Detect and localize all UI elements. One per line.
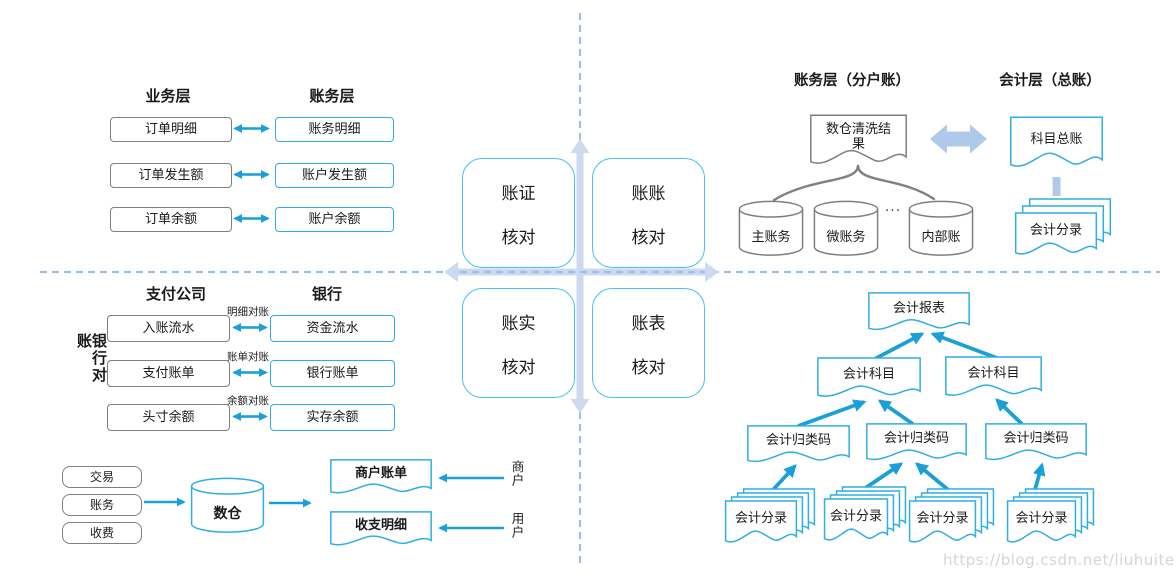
- ledger-entries-doc: 会计分录: [1015, 212, 1097, 258]
- source-accounting-box: 账务: [62, 494, 142, 516]
- inbound-flow-box: 入账流水: [107, 315, 230, 342]
- main-ledger-cylinder: 主账务: [738, 200, 804, 257]
- accounting-category-doc: 会计归类码: [747, 425, 850, 465]
- bill-recon-label: 账单对账: [227, 351, 269, 363]
- merchant-actor-label: 商户: [509, 460, 525, 487]
- ledger-sync-double-arrow: [930, 124, 987, 154]
- accounting-entry-doc: 会计分录: [725, 500, 797, 546]
- order-balance-box: 订单余额: [110, 207, 232, 232]
- ledger-header-general: 会计层（总账）: [999, 73, 1101, 89]
- quadrant-label-line: 核对: [501, 227, 536, 248]
- accounting-entry-label: 会计分录: [829, 509, 882, 525]
- merchant-bill-doc: 商户账单: [330, 459, 432, 496]
- source-trade-box: 交易: [62, 466, 142, 488]
- account-balance-box: 账户余额: [275, 207, 394, 232]
- main-ledger-label: 主账务: [751, 230, 791, 246]
- accounting-subject-doc: 会计科目: [817, 357, 921, 400]
- accounting-subject-doc: 会计科目: [945, 356, 1042, 399]
- quadrant-label-line: 核对: [631, 357, 666, 378]
- order-recon-header-accounting: 账务层: [309, 87, 355, 105]
- accounting-category-label: 会计归类码: [883, 431, 949, 447]
- fund-flow-box: 资金流水: [270, 315, 395, 342]
- accounting-category-doc: 会计归类码: [866, 423, 967, 463]
- warehouse-label: 数仓: [213, 506, 242, 523]
- micro-ledger-cylinder: 微账务: [813, 200, 879, 257]
- cleanse-result-doc: 数仓清洗结果: [810, 114, 907, 168]
- accounting-subject-label: 会计科目: [967, 365, 1020, 381]
- balance-recon-label: 余额对账: [227, 395, 269, 407]
- order-amount-box: 订单发生额: [110, 163, 232, 188]
- accounting-entry-label: 会计分录: [734, 511, 787, 527]
- internal-ledger-label: 内部账: [921, 230, 961, 246]
- quadrant-cross-arrowheads: [444, 139, 719, 413]
- accounting-report-label: 会计报表: [892, 300, 945, 316]
- quadrant-label-line: 账证: [501, 183, 536, 204]
- ellipsis-label: ...: [884, 199, 902, 215]
- ledger-header-subledger: 账务层（分户账）: [794, 73, 910, 89]
- bank-recon-side-label: 银行对账: [75, 333, 108, 384]
- income-expense-label: 收支明细: [354, 517, 407, 533]
- quadrant-statement-recon: 账表 核对: [592, 288, 705, 398]
- payment-bill-box: 支付账单: [107, 360, 230, 387]
- cleanse-to-databases-brace: [772, 164, 936, 202]
- order-recon-arrows: [233, 124, 270, 223]
- detail-recon-label: 明细对账: [227, 306, 269, 318]
- quadrant-physical-recon: 账实 核对: [462, 288, 575, 398]
- account-amount-box: 账户发生额: [275, 163, 394, 188]
- quadrant-label-line: 账账: [631, 183, 666, 204]
- accounting-detail-box: 账务明细: [275, 117, 394, 142]
- internal-ledger-cylinder: 内部账: [908, 200, 974, 257]
- accounting-entry-doc: 会计分录: [1007, 500, 1076, 546]
- accounting-category-label: 会计归类码: [765, 433, 831, 449]
- order-detail-box: 订单明细: [110, 117, 232, 142]
- accounting-category-doc: 会计归类码: [985, 423, 1087, 463]
- accounting-report-doc: 会计报表: [868, 292, 970, 333]
- quadrant-label-line: 核对: [631, 227, 666, 248]
- bank-recon-header-bank: 银行: [311, 285, 342, 303]
- warehouse-flow-arrows: [144, 473, 504, 533]
- dashed-axis-lines: [40, 13, 1160, 566]
- bank-recon-header-payment: 支付公司: [145, 285, 206, 303]
- accounting-entry-label: 会计分录: [1015, 511, 1068, 527]
- ledger-entries-connector: [1052, 177, 1061, 196]
- watermark-text: https://blog.csdn.net/liuhuiteng: [943, 551, 1176, 569]
- accounting-subject-label: 会计科目: [842, 366, 895, 382]
- quadrant-ledger-recon: 账账 核对: [592, 158, 705, 268]
- source-fee-box: 收费: [62, 522, 142, 544]
- data-warehouse-cylinder: 数仓: [190, 477, 265, 534]
- subject-ledger-label: 科目总账: [1030, 131, 1083, 147]
- position-balance-box: 头寸余额: [107, 404, 230, 431]
- accounting-entry-doc: 会计分录: [824, 498, 888, 544]
- user-actor-label: 用户: [509, 512, 525, 539]
- accounting-category-label: 会计归类码: [1003, 431, 1069, 447]
- order-recon-header-business: 业务层: [145, 87, 191, 105]
- accounting-entry-label: 会计分录: [916, 511, 969, 527]
- actual-balance-box: 实存余额: [270, 404, 395, 431]
- subject-ledger-doc: 科目总账: [1010, 116, 1103, 171]
- bank-recon-arrows: [232, 323, 268, 421]
- cleanse-result-label: 数仓清洗结果: [825, 121, 891, 152]
- income-expense-doc: 收支明细: [330, 511, 432, 548]
- accounting-entry-doc: 会计分录: [909, 500, 976, 546]
- micro-ledger-label: 微账务: [826, 230, 866, 246]
- quadrant-voucher-recon: 账证 核对: [462, 158, 575, 268]
- ledger-entries-label: 会计分录: [1029, 223, 1082, 239]
- bank-bill-box: 银行账单: [270, 360, 395, 387]
- merchant-bill-label: 商户账单: [354, 465, 407, 481]
- quadrant-label-line: 账表: [631, 313, 666, 334]
- quadrant-label-line: 账实: [501, 313, 536, 334]
- quadrant-label-line: 核对: [501, 357, 536, 378]
